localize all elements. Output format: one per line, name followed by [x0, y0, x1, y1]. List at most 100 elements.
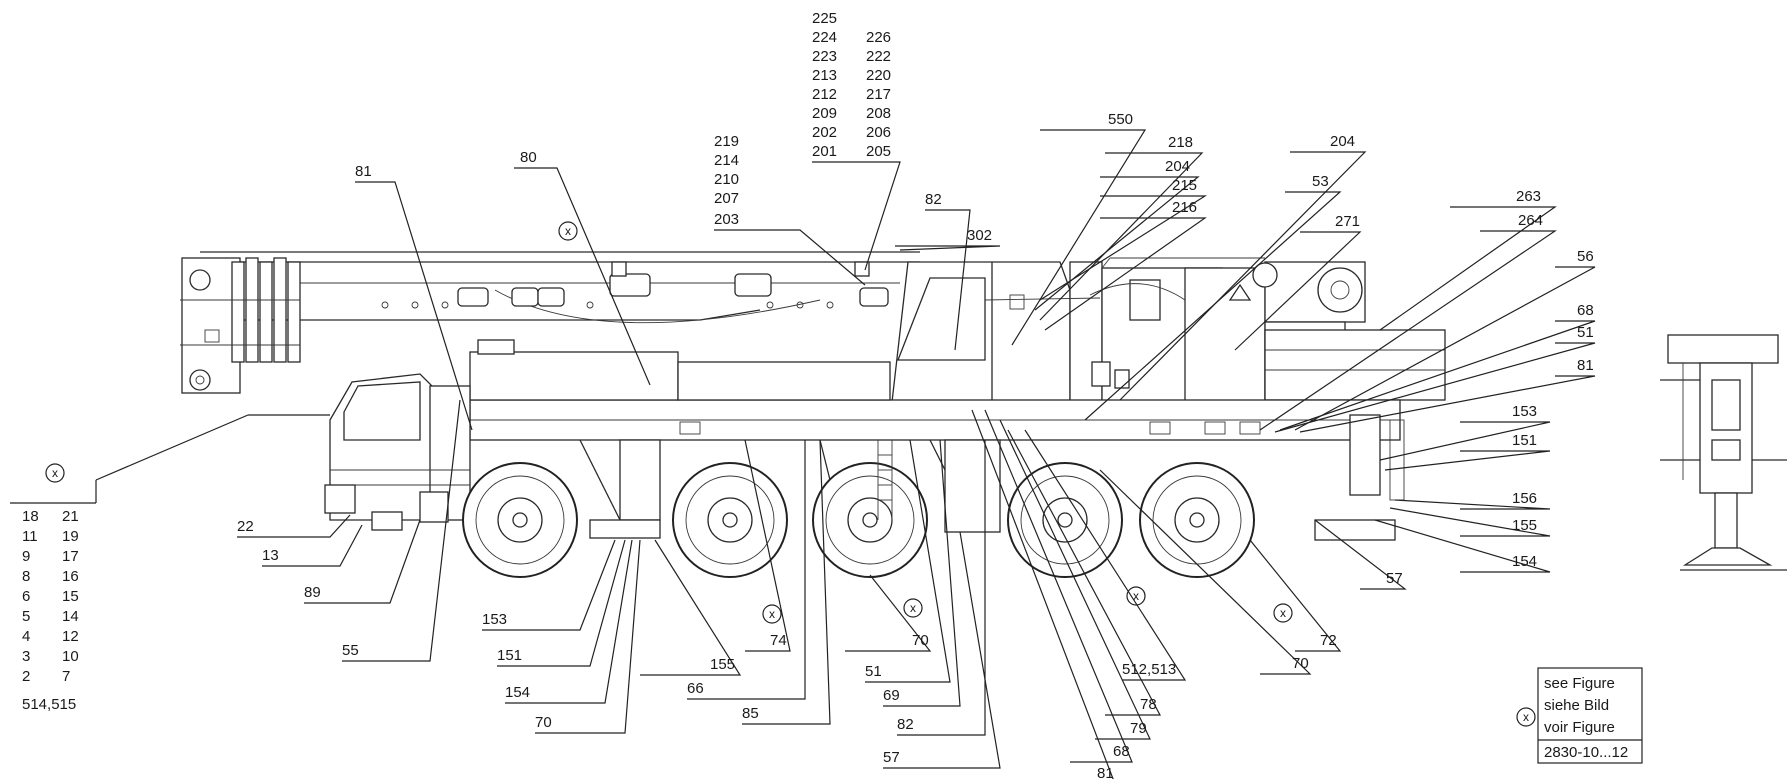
leader-line-c-264 — [1259, 230, 1557, 431]
leader-line-c-85 — [742, 439, 831, 725]
leader-line-c-154b — [505, 539, 633, 704]
callout-label: 204 — [1330, 133, 1355, 150]
callout-label: 51 — [865, 663, 882, 680]
svg-text:x: x — [1523, 710, 1529, 724]
leader-line-c-263 — [1379, 206, 1557, 331]
callout-label: 155 — [710, 656, 735, 673]
callout-label: 213 — [812, 67, 837, 84]
wheel-5 — [1139, 462, 1255, 578]
leader-line-c-70a — [1099, 469, 1312, 675]
callout-label: 208 — [866, 105, 891, 122]
legend-line-2: siehe Bild — [1544, 697, 1609, 714]
leader-line-c-218 — [1039, 152, 1204, 321]
leader-line-c-156 — [1394, 499, 1551, 510]
callout-label: 226 — [866, 29, 891, 46]
legend-line-3: voir Figure — [1544, 719, 1615, 736]
callout-label: 202 — [812, 124, 837, 141]
legend-line-1: see Figure — [1544, 675, 1615, 692]
callout-label: 222 — [866, 48, 891, 65]
callout-label: 151 — [497, 647, 522, 664]
callout-label: 205 — [866, 143, 891, 160]
svg-text:x: x — [910, 601, 916, 615]
reference-list-item: 4 — [22, 628, 30, 645]
callout-label: 79 — [1130, 720, 1147, 737]
leader-line-c-74 — [744, 439, 791, 652]
reference-list-item: 11 — [22, 528, 38, 545]
see-figure-marker: x — [1273, 603, 1293, 623]
callout-label: 215 — [1172, 177, 1197, 194]
reference-list-item: 3 — [22, 648, 30, 665]
callout-label: 219 — [714, 133, 739, 150]
see-figure-marker: x — [45, 463, 65, 483]
callout-label: 151 — [1512, 432, 1537, 449]
callout-label: 51 — [1577, 324, 1594, 341]
callout-label: 82 — [925, 191, 942, 208]
callout-label: 57 — [1386, 570, 1403, 587]
callout-label: 223 — [812, 48, 837, 65]
callout-label: 89 — [304, 584, 321, 601]
leader-line-c-203 — [714, 229, 866, 286]
leader-line-c-271 — [1234, 231, 1362, 351]
leader-line-c-51b — [865, 439, 951, 683]
boom — [200, 251, 920, 324]
boom-head — [180, 257, 301, 394]
leader-line-c-302 — [895, 245, 1001, 251]
callout-label: 13 — [262, 547, 279, 564]
leader-line-c-215 — [1039, 195, 1208, 301]
callout-label: 153 — [482, 611, 507, 628]
see-figure-marker: x — [903, 598, 923, 618]
leader-line-c-57a — [1314, 519, 1407, 590]
reference-list-item: 8 — [22, 568, 30, 585]
leader-line-c-153b — [482, 539, 616, 631]
svg-text:x: x — [769, 607, 775, 621]
wheel-3 — [812, 462, 928, 578]
driver-cab — [324, 373, 471, 531]
leader-line-c-550 — [1011, 129, 1147, 346]
wheels — [462, 462, 1255, 578]
callout-label: 216 — [1172, 199, 1197, 216]
leader-line-c-81c — [971, 409, 1114, 779]
leader-line-c-204b — [1119, 151, 1367, 401]
callout-label: 56 — [1577, 248, 1594, 265]
callout-group: 2252242232132122092022012262222202172082… — [237, 10, 1596, 779]
leader-line-c-154a — [1374, 519, 1551, 573]
reference-list-item: 15 — [62, 588, 79, 605]
reference-list-item: 6 — [22, 588, 30, 605]
see-figure-marker: x — [558, 221, 578, 241]
leader-line-c-57b — [883, 531, 1001, 769]
leader-line-c-70b — [845, 574, 932, 652]
callout-label: 81 — [1097, 765, 1114, 779]
callout-label: 302 — [967, 227, 992, 244]
callout-label: 22 — [237, 518, 254, 535]
wheel-2 — [672, 462, 788, 578]
callout-label: 209 — [812, 105, 837, 122]
callout-label: 203 — [714, 211, 739, 228]
callout-label: 218 — [1168, 134, 1193, 151]
leader-line-c-55 — [342, 399, 461, 662]
reference-list-item: 5 — [22, 608, 30, 625]
callout-label: 68 — [1113, 743, 1130, 760]
callout-label: 154 — [505, 684, 530, 701]
callout-label: 201 — [812, 143, 837, 160]
leader-line-c-56 — [1294, 266, 1596, 431]
leader-line-c-151b — [497, 539, 626, 667]
leader-line-c-22 — [237, 514, 351, 538]
reference-list-item: 12 — [62, 628, 79, 645]
callout-label: 80 — [520, 149, 537, 166]
callout-label: 155 — [1512, 517, 1537, 534]
legend: see Figure siehe Bild voir Figure 2830-1… — [1537, 667, 1643, 764]
callout-label: 82 — [897, 716, 914, 733]
leader-line-c-78 — [1007, 429, 1161, 716]
callout-label: 70 — [535, 714, 552, 731]
callout-label: 154 — [1512, 553, 1537, 570]
callout-label: 271 — [1335, 213, 1360, 230]
callout-label: 210 — [714, 171, 739, 188]
leader-line-c-512 — [1024, 429, 1187, 681]
callout-label: 263 — [1516, 188, 1541, 205]
callout-label: 225 — [812, 10, 837, 27]
legend-reference: 2830-10...12 — [1544, 744, 1628, 761]
leader-line-c-81b — [355, 181, 473, 431]
